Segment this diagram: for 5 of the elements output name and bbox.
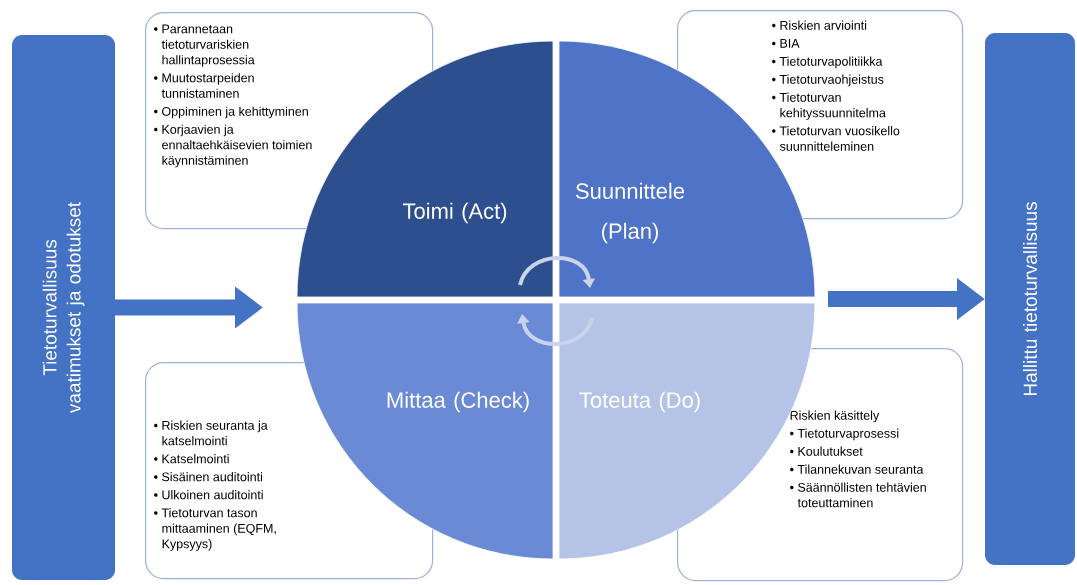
side-band: Tietoturvallisuus vaatimukset ja odotukset (12, 35, 115, 580)
quadrant: Mittaa (Check) (296, 302, 554, 560)
curved-arrow (517, 314, 594, 346)
side-band: Hallittu tietoturvallisuus (985, 33, 1075, 565)
curved-arrow (518, 256, 596, 288)
